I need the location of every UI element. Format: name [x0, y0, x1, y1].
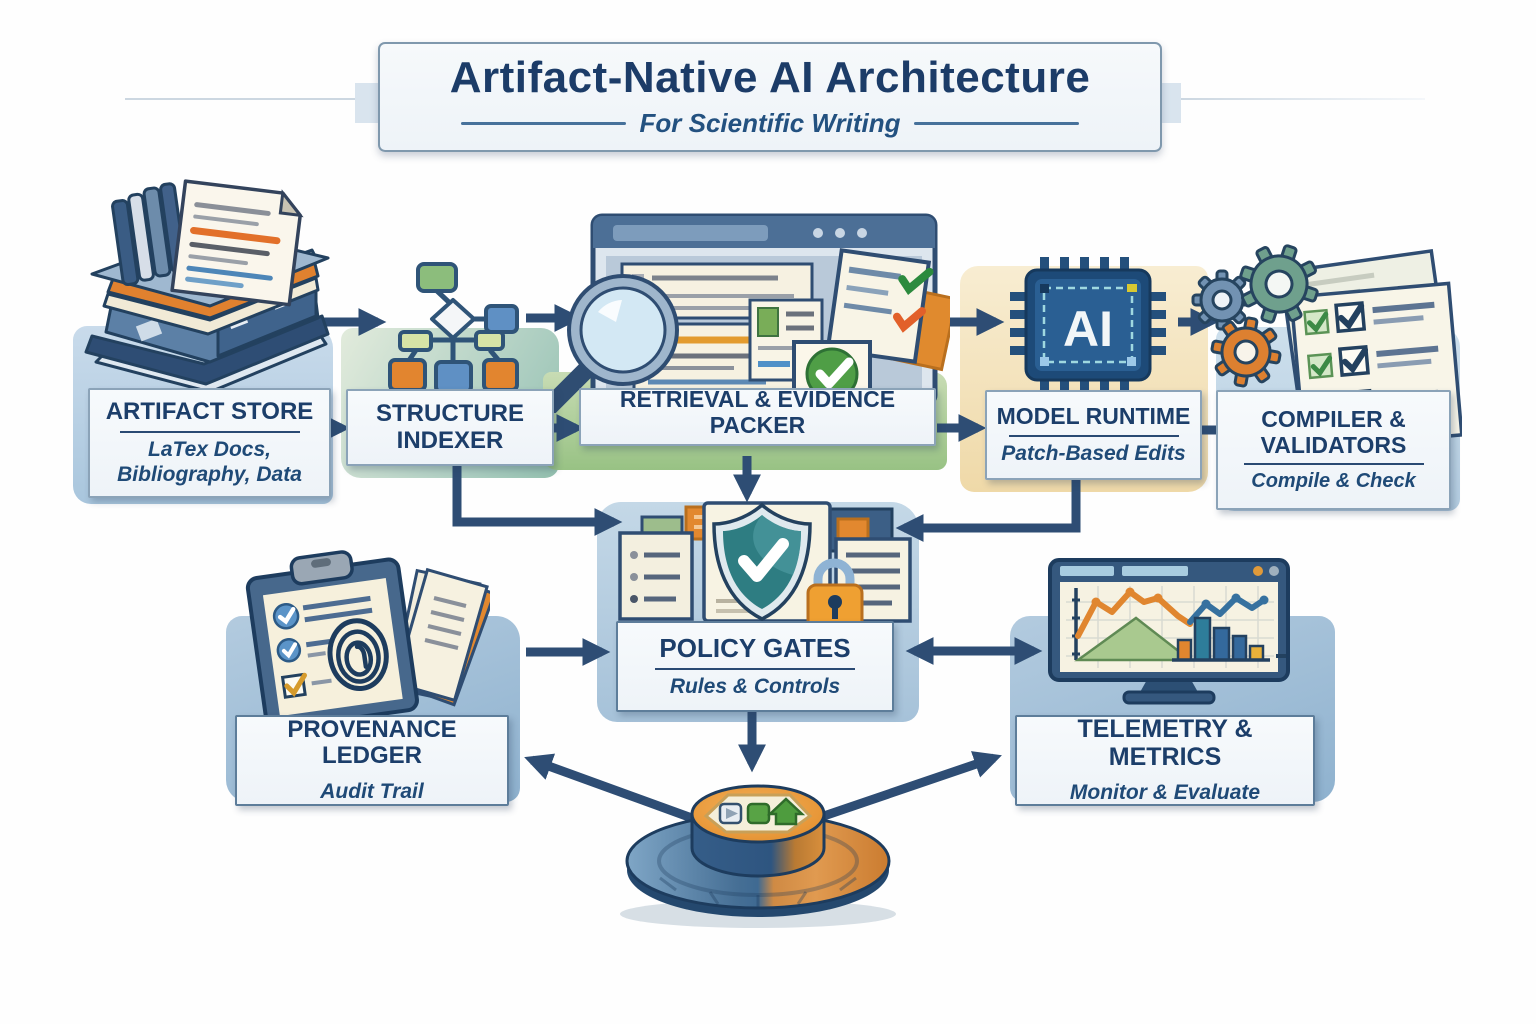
model-runtime-divider — [1008, 434, 1179, 437]
model-runtime-sub: Patch-Based Edits — [1001, 441, 1186, 465]
provenance-sub: Audit Trail — [320, 780, 424, 804]
compiler-title-1: COMPILER & — [1261, 405, 1406, 432]
header-tab-right — [1158, 83, 1181, 123]
telemetry-metrics-label: TELEMETRY & METRICS Monitor & Evaluate — [1015, 715, 1315, 806]
compiler-title-2: VALIDATORS — [1260, 431, 1407, 458]
structure-indexer-title-2: INDEXER — [396, 426, 504, 454]
artifact-store-sub1: LaTex Docs, — [148, 437, 271, 461]
policy-gates-title: POLICY GATES — [659, 632, 851, 663]
padlock-icon — [806, 558, 864, 631]
compiler-divider — [1243, 463, 1424, 466]
page-title: Artifact-Native AI Architecture — [449, 53, 1091, 103]
provenance-ledger-label: PROVENANCE LEDGER Audit Trail — [235, 715, 509, 806]
artifact-store-title: ARTIFACT STORE — [105, 397, 314, 425]
subtitle-rule-right — [914, 121, 1080, 125]
retrieval-packer-label: RETRIEVAL & EVIDENCE PACKER — [579, 386, 936, 446]
policy-gates-divider — [655, 667, 855, 670]
structure-indexer-title-1: STRUCTURE — [376, 399, 524, 427]
header-tab-left — [355, 83, 378, 123]
browser-dots-icon — [813, 228, 867, 238]
compiler-sub: Compile & Check — [1251, 470, 1416, 493]
retrieval-packer-title: RETRIEVAL & EVIDENCE PACKER — [619, 386, 896, 438]
model-runtime-title: MODEL RUNTIME — [996, 403, 1191, 430]
artifact-store-divider — [119, 430, 300, 433]
ai-chip-icon: AI — [1008, 256, 1168, 394]
policy-gates-sub: Rules & Controls — [669, 674, 841, 698]
telemetry-sub: Monitor & Evaluate — [1069, 781, 1261, 805]
ai-chip-label: AI — [1063, 301, 1113, 357]
clipboard-icon — [238, 546, 497, 731]
structure-indexer-label: STRUCTURE INDEXER — [346, 389, 554, 466]
monitor-chart-icon — [1038, 556, 1300, 718]
telemetry-title: TELEMETRY & METRICS — [1077, 715, 1253, 772]
book-stack-icon — [78, 166, 334, 398]
gears-icon — [1191, 244, 1319, 388]
subtitle-row: For Scientific Writing — [460, 107, 1080, 139]
header-rule-right — [1181, 98, 1425, 100]
browser-window-icon — [538, 208, 959, 415]
artifact-store-sub2: Bibliography, Data — [117, 462, 302, 486]
hub-platform-icon — [608, 762, 908, 930]
page-subtitle: For Scientific Writing — [639, 107, 901, 138]
tree-indexer-icon — [378, 262, 526, 398]
artifact-store-label: ARTIFACT STORE LaTex Docs, Bibliography,… — [88, 388, 331, 498]
title-box: Artifact-Native AI Architecture For Scie… — [378, 42, 1162, 152]
compiler-validators-label: COMPILER & VALIDATORS Compile & Check — [1216, 390, 1451, 510]
shield-check-icon — [612, 497, 914, 635]
provenance-title: PROVENANCE LEDGER — [287, 715, 457, 770]
model-runtime-label: MODEL RUNTIME Patch-Based Edits — [985, 390, 1202, 480]
fingerprint-icon — [327, 618, 389, 692]
header-rule-left — [125, 98, 357, 100]
subtitle-rule-left — [460, 121, 626, 125]
hub-up-arrow-icon — [766, 797, 806, 826]
hub-play-icon — [718, 802, 743, 825]
hub-square-icon — [746, 802, 771, 825]
policy-gates-label: POLICY GATES Rules & Controls — [616, 621, 894, 712]
